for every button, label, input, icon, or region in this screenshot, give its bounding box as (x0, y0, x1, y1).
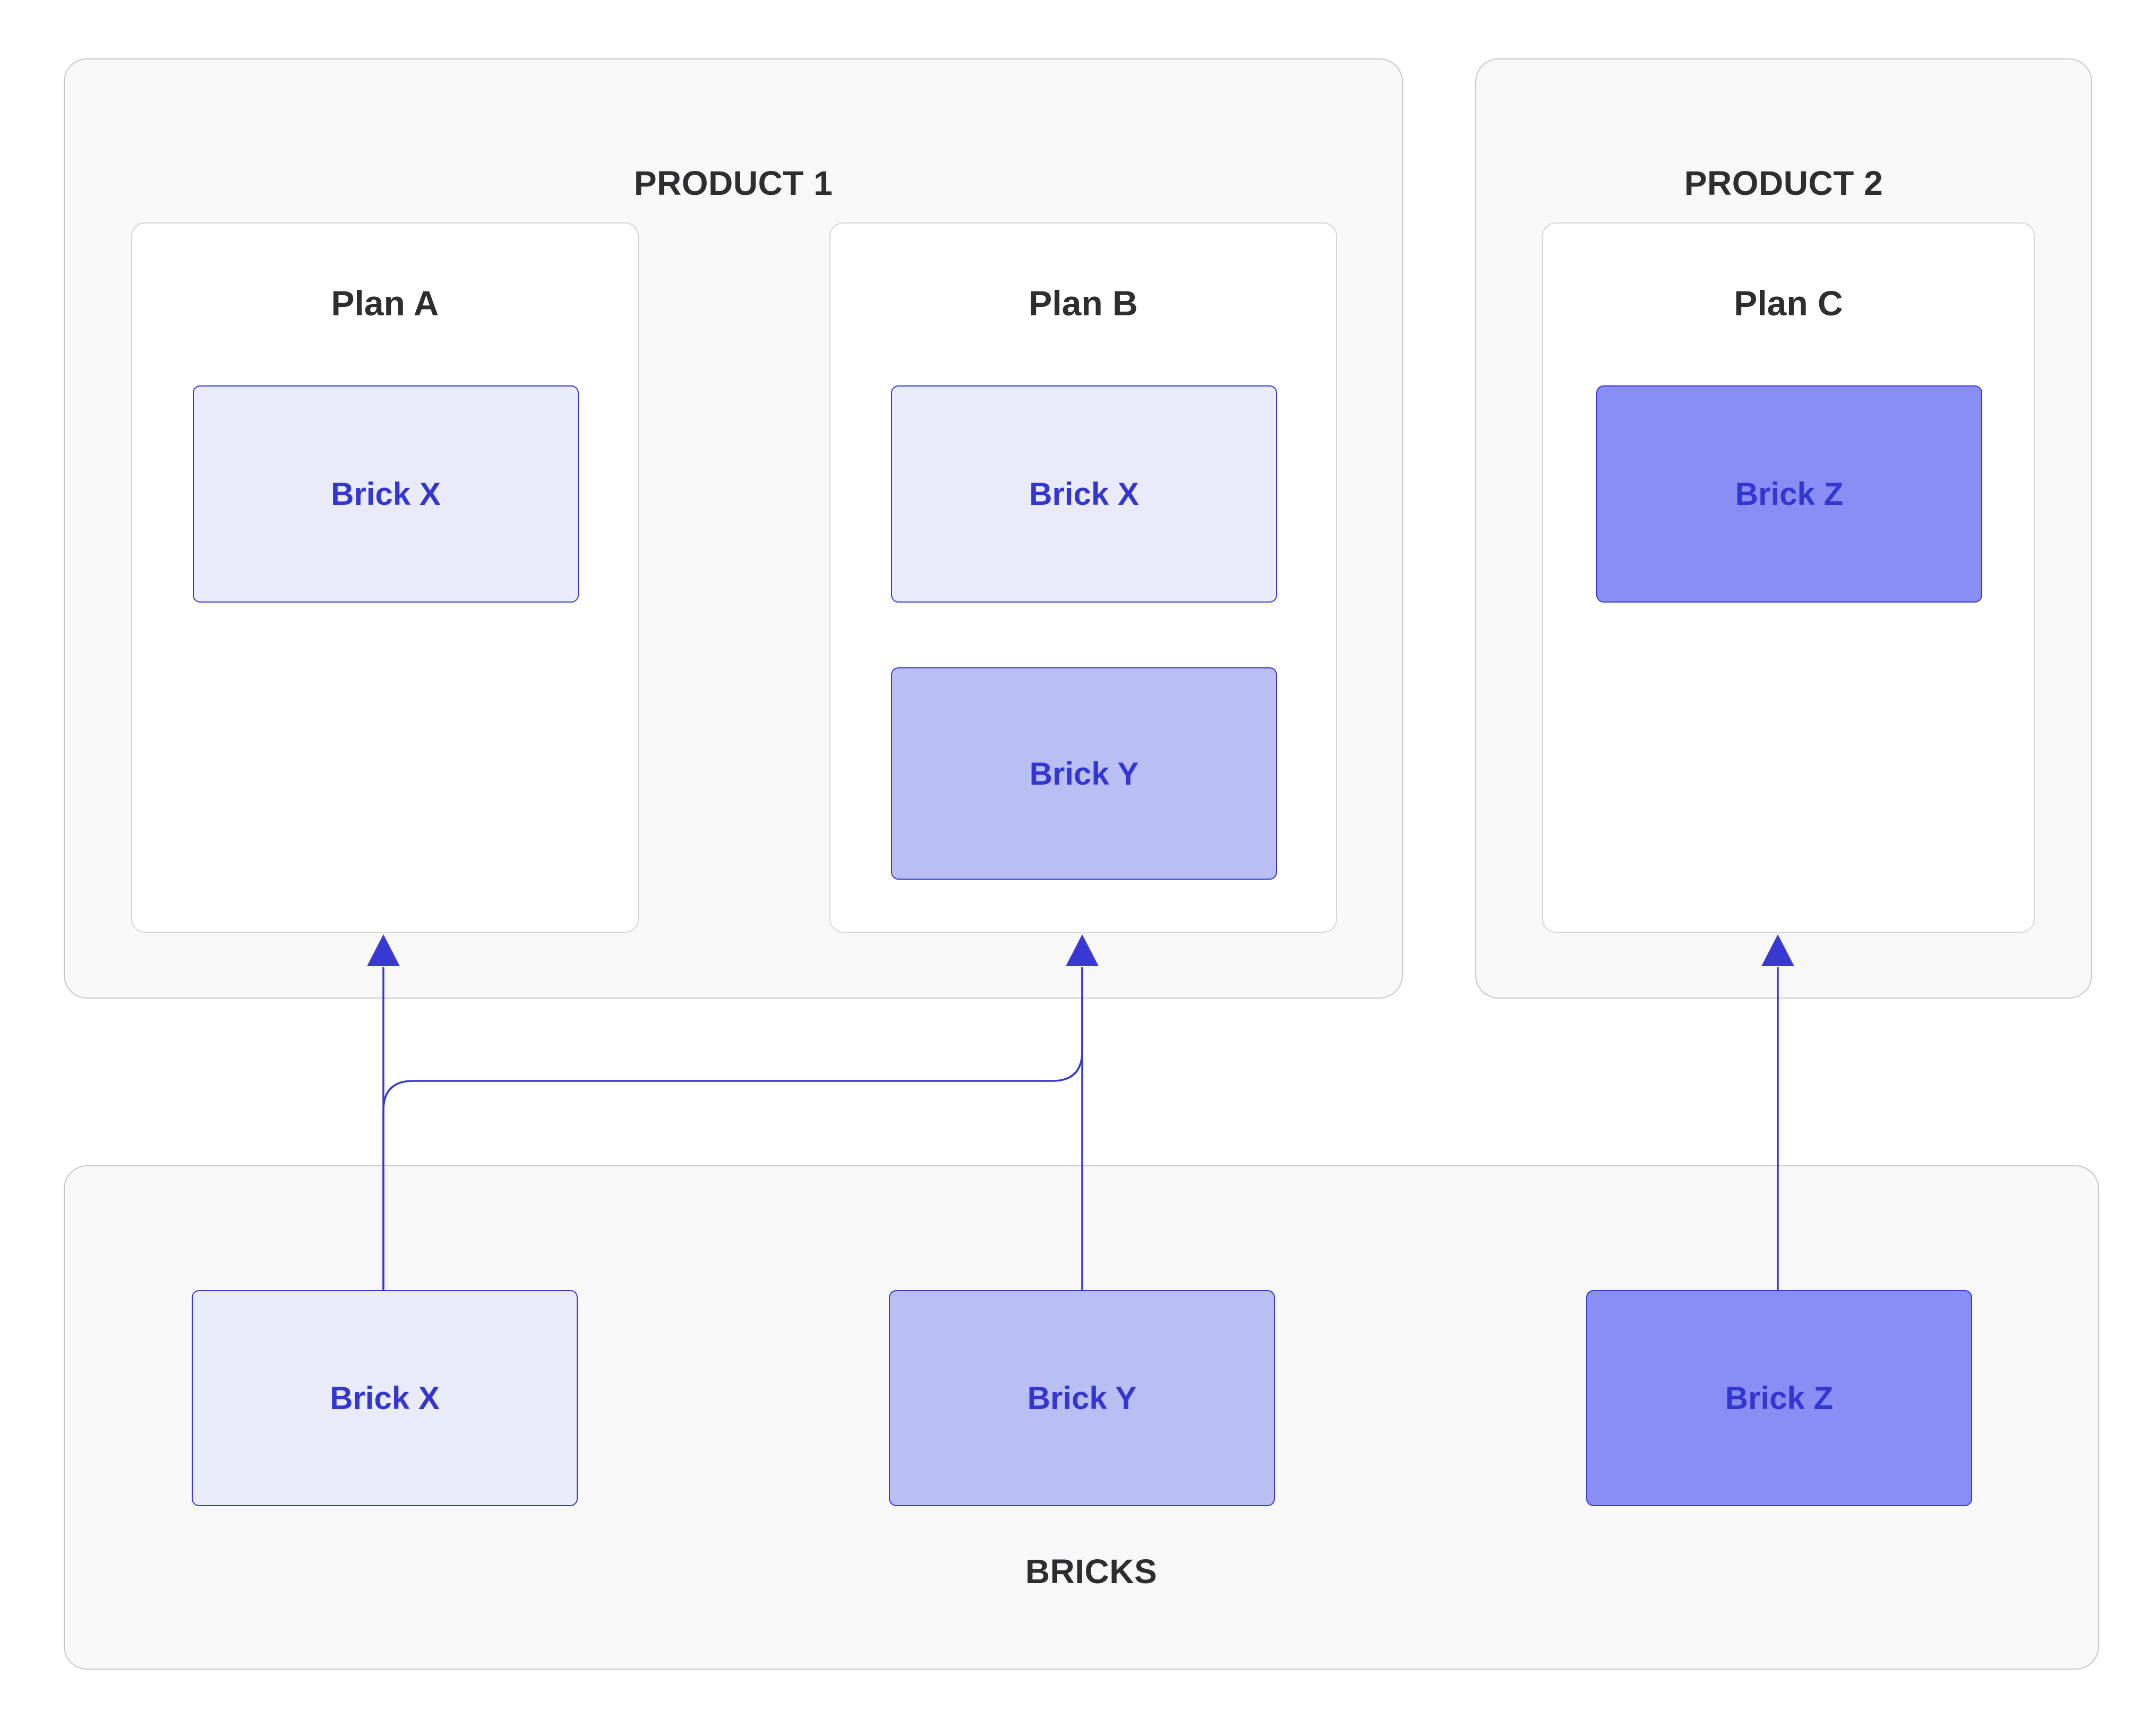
bricks-pool-title: BRICKS (1025, 1552, 1158, 1591)
plan-b-card: Plan B Brick X Brick Y (829, 222, 1337, 933)
plan-c-brick-z: Brick Z (1596, 385, 1982, 603)
product-1-title: PRODUCT 1 (633, 164, 833, 202)
plan-b-brick-y: Brick Y (891, 667, 1277, 880)
product-2-title: PRODUCT 2 (1684, 164, 1883, 202)
product-2-container: PRODUCT 2 Plan C Brick Z (1475, 58, 2092, 999)
product-1-container: PRODUCT 1 Plan A Brick X Plan B Brick X … (64, 58, 1403, 999)
bricks-pool-container: BRICKS Brick X Brick Y Brick Z (64, 1165, 2099, 1670)
plan-b-brick-x: Brick X (891, 385, 1277, 603)
pool-brick-x: Brick X (192, 1290, 578, 1506)
plan-c-title: Plan C (1734, 283, 1843, 323)
plan-a-card: Plan A Brick X (131, 222, 639, 933)
plan-a-brick-x: Brick X (193, 385, 579, 603)
pool-brick-z: Brick Z (1586, 1290, 1972, 1506)
plan-c-card: Plan C Brick Z (1542, 222, 2035, 933)
plan-b-title: Plan B (1029, 283, 1138, 323)
plan-a-title: Plan A (331, 283, 439, 323)
pool-brick-y: Brick Y (889, 1290, 1275, 1506)
